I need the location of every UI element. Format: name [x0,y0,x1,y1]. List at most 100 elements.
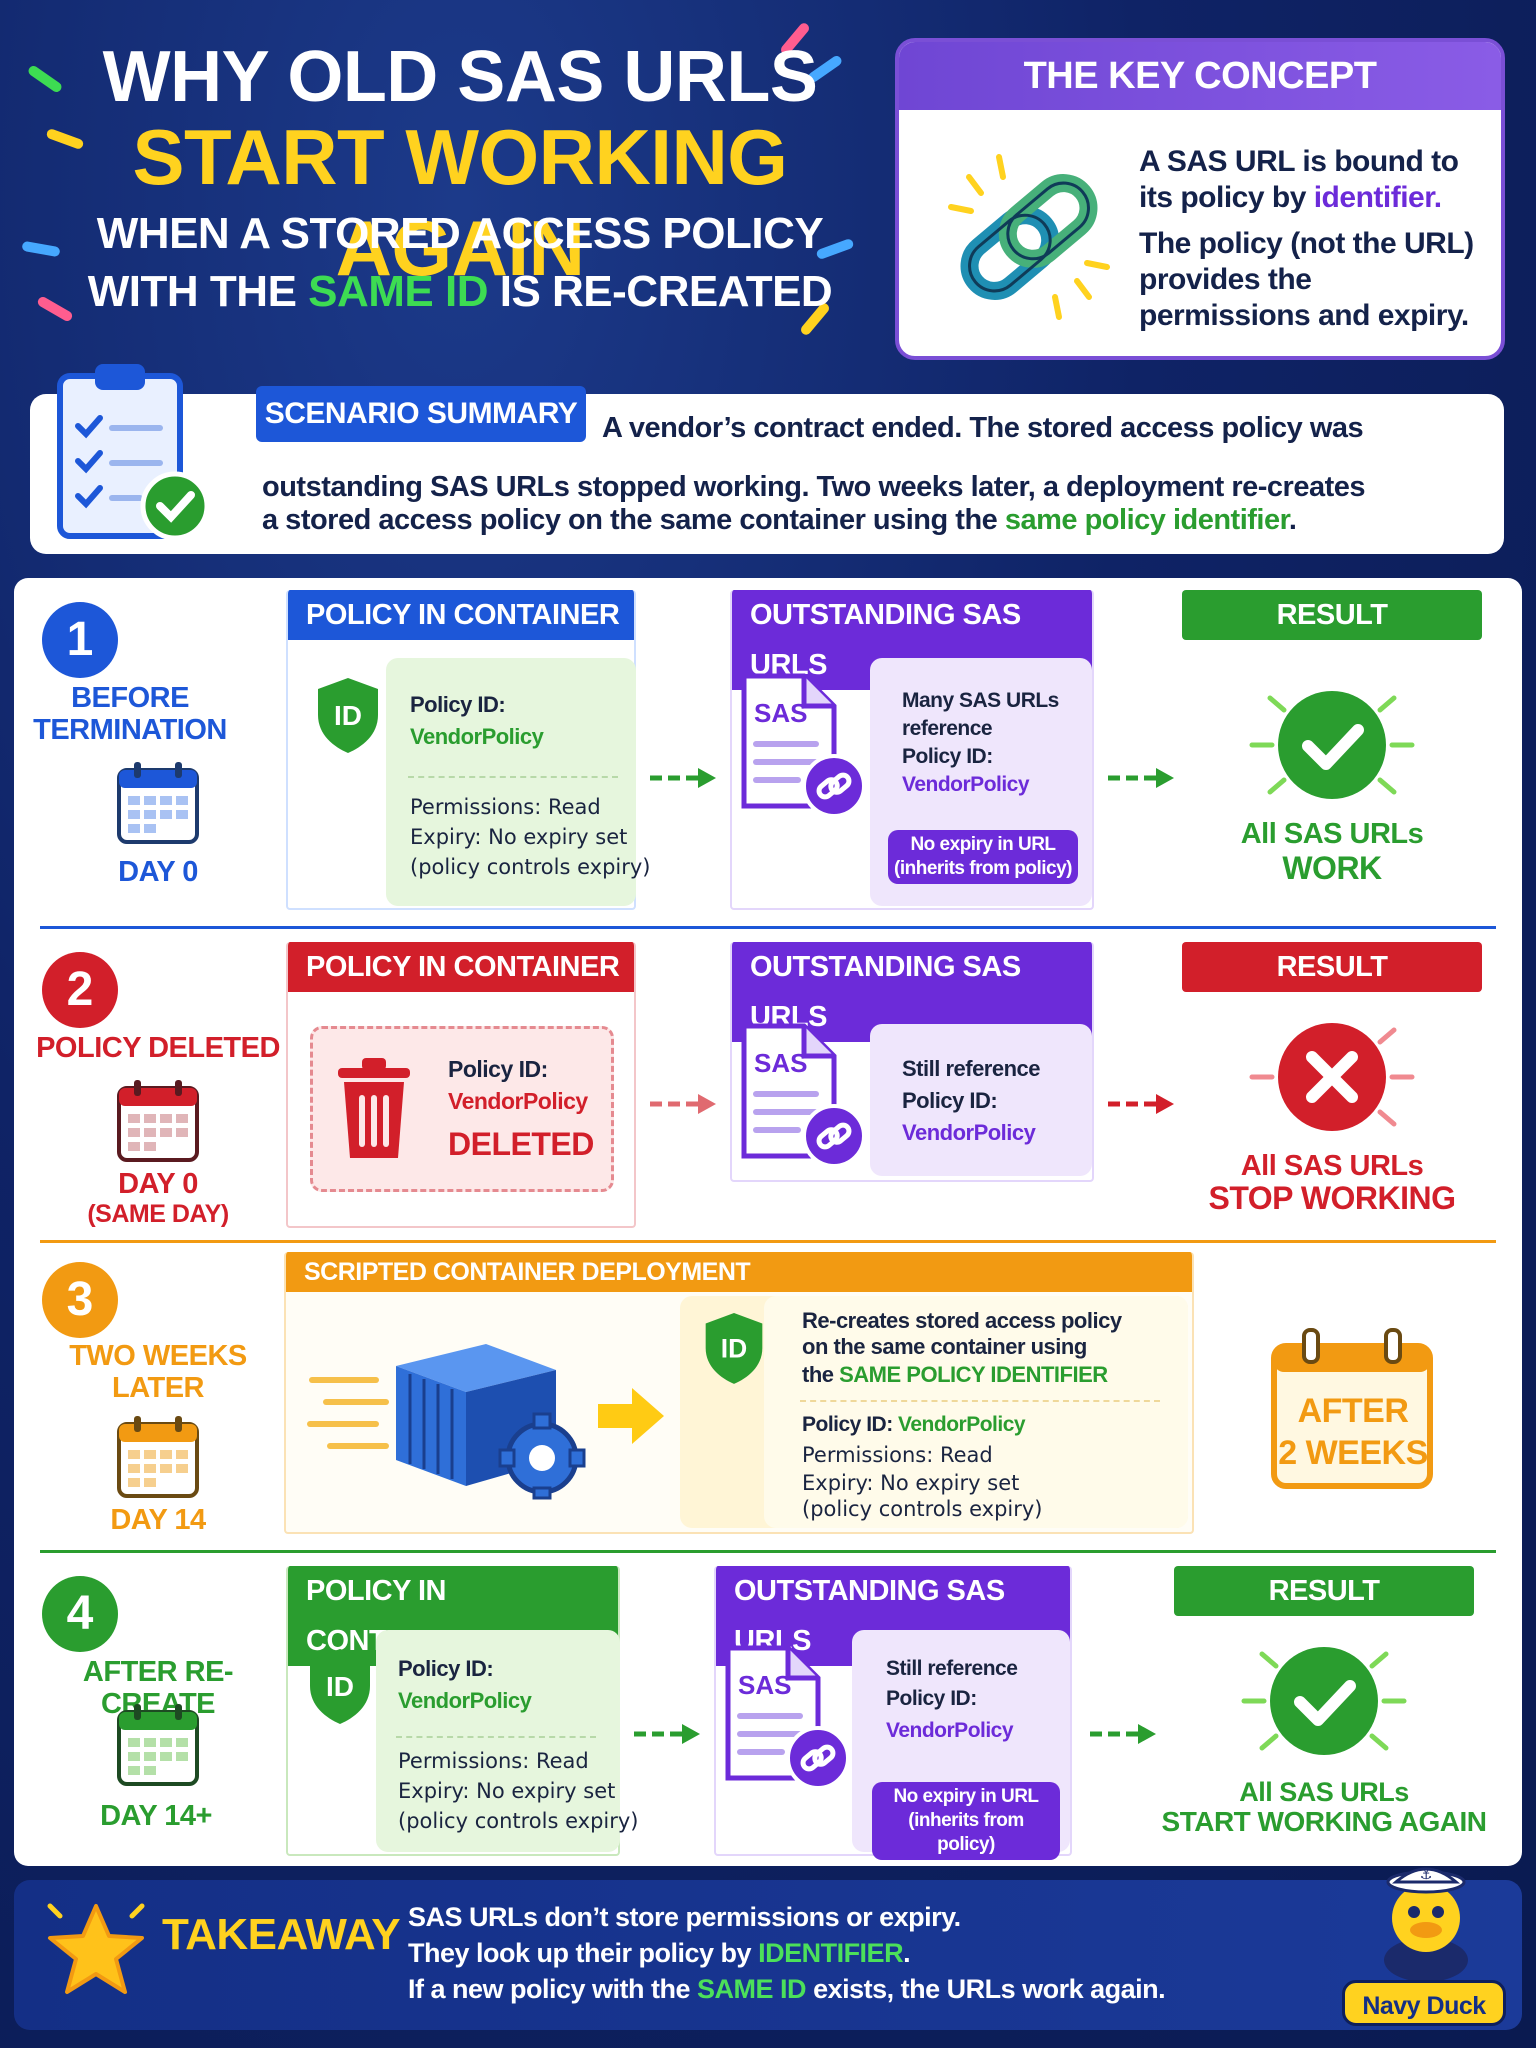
step-3-policy-id-label: Policy ID: [802,1413,899,1436]
step-1-sas-text-3: Policy ID: [902,745,993,768]
step-4-policy-inner [376,1630,620,1852]
step-1-sas-text-2: reference [902,717,993,740]
step-4-day: DAY 14+ [100,1800,212,1832]
step-1-result-line-1: All SAS URLs [1240,818,1424,850]
sas-document-icon: SAS [741,1023,866,1168]
takeaway-line-1: SAS URLs don’t store permissions or expi… [408,1902,961,1932]
step-4-dashed-sep [396,1736,596,1738]
step-3-deploy-text-2: on the same container using [802,1334,1087,1359]
title-line-2: START WORKING AGAIN [132,113,788,292]
step-4-result-line-2: START WORKING AGAIN [1161,1806,1487,1837]
step-1-number: 1 [42,602,118,678]
takeaway-line-2: They look up their policy by IDENTIFIER. [408,1938,1268,1969]
step-1-day: DAY 0 [118,856,198,888]
takeaway-identifier: IDENTIFIER [758,1938,904,1968]
step-4-pill-line-1: No expiry in URL [893,1786,1039,1807]
subtitle-same-id: SAME ID [308,267,488,316]
step-2-deleted: DELETED [448,1126,594,1162]
shipping-container-icon [307,1344,586,1500]
takeaway-banner [14,1880,1522,2030]
step-1-sas-pill: No expiry in URL (inherits from policy) [888,830,1078,884]
step-1-policy-card: POLICY IN CONTAINER [286,590,636,910]
key-concept-text-1: A SAS URL is bound to its policy by iden… [1139,144,1489,216]
chain-link-icon [948,154,1110,320]
step-3-deploy-text-3: the SAME POLICY IDENTIFIER [802,1360,1108,1390]
calendar-icon [117,762,199,844]
step-3-deploy-text-panel [764,1296,1188,1528]
step-1-pill-line-1: No expiry in URL [910,834,1056,855]
step-3-deploy-text-1: Re-creates stored access policy [802,1308,1122,1333]
sas-document-icon: SAS [725,1645,850,1790]
check-circle-icon [1241,1647,1407,1755]
step-4-number: 4 [42,1576,118,1652]
takeaway-line-2-pre: They look up their policy by [408,1938,759,1968]
step-3-day: DAY 14 [110,1504,206,1536]
step-2-result-head: RESULT [1182,942,1482,992]
subtitle-line-a: WHEN A STORED ACCESS POLICY [96,209,824,258]
arrow-right-icon [598,1388,664,1444]
title-subtitle: WHEN A STORED ACCESS POLICY WITH THE SAM… [60,205,860,321]
step-3-permissions: Permissions: Read [802,1443,993,1467]
step-4-expiry-note: (policy controls expiry) [398,1809,639,1833]
step-2-result-line-1: All SAS URLs [1240,1150,1424,1182]
key-concept-heading: THE KEY CONCEPT [899,42,1501,110]
brand-badge: Navy Duck [1342,1980,1506,2026]
step-1-pill-line-2: (inherits from policy) [894,858,1072,879]
arrow-right-icon [1108,1094,1174,1114]
scenario-line-3-pre: a stored access policy on the same conta… [262,504,1005,536]
svg-text:ID: ID [326,1671,354,1702]
step-3-deploy-head: SCRIPTED CONTAINER DEPLOYMENT [286,1252,1192,1292]
key-concept-card: THE KEY CONCEPT A SAS URL is bound to it… [895,38,1505,360]
step-4-pill-line-2: (inherits from policy) [908,1810,1024,1855]
arrow-right-icon [650,768,716,788]
step-2-policy-id-label: Policy ID: [448,1056,548,1082]
divider-1 [40,926,1496,929]
clipboard-check-icon [57,364,210,541]
svg-text:⚓: ⚓ [1420,1867,1433,1883]
subtitle-pre: WITH THE [87,267,309,316]
takeaway-line-3: If a new policy with the SAME ID exists,… [408,1974,1268,2005]
sas-document-icon: SAS [741,673,866,818]
calendar-icon [117,1416,199,1498]
step-1-result-head: RESULT [1182,590,1482,640]
step-2-sas-text-1: Still reference [902,1056,1041,1081]
svg-text:SAS: SAS [738,1670,791,1700]
step-1-policy-id: VendorPolicy [410,724,544,749]
step-1-label: BEFORE TERMINATION [33,682,227,746]
step-2-number: 2 [42,952,118,1028]
step-3-policy-line: Policy ID: VendorPolicy [802,1410,1026,1440]
step-2-sas-inner [870,1024,1092,1176]
step-2-label: POLICY DELETED [36,1032,280,1064]
step-3-policy-id: VendorPolicy [898,1413,1026,1436]
takeaway-line-3-post: exists, the URLs work again. [806,1974,1166,2004]
step-4-sas-text-1: Still reference [886,1657,1018,1680]
step-3-number: 3 [42,1262,118,1338]
step-4-permissions: Permissions: Read [398,1749,589,1773]
step-3-expiry: Expiry: No expiry set [802,1471,1020,1495]
step-4-result-head: RESULT [1174,1566,1474,1616]
takeaway-same-id: SAME ID [697,1974,807,2004]
scenario-line-2: outstanding SAS URLs stopped working. Tw… [262,471,1366,503]
x-circle-icon [1249,1023,1415,1131]
step-4-policy-id-label: Policy ID: [398,1656,494,1681]
svg-text:SAS: SAS [754,1048,807,1078]
step-1-sas-policy: VendorPolicy [902,773,1030,796]
scenario-tag: SCENARIO SUMMARY [256,386,586,442]
step-2-sas-text-2: Policy ID: [902,1088,998,1113]
calendar-after-icon [1271,1328,1433,1489]
step-1-dashed-sep [408,776,618,778]
star-icon [47,1903,145,1994]
calendar-icon [117,1704,199,1786]
step-3-expiry-note: (policy controls expiry) [802,1497,1043,1521]
step-1-policy-inner [386,658,636,906]
takeaway-line-3-pre: If a new policy with the [408,1974,698,2004]
arrow-right-icon [650,1094,716,1114]
step-4-sas-text-2: Policy ID: [886,1687,977,1710]
step-3-same-policy-identifier: SAME POLICY IDENTIFIER [839,1362,1108,1387]
arrow-right-icon [1108,768,1174,788]
step-1-sas-text-1: Many SAS URLs [902,689,1059,712]
arrow-right-icon [634,1724,700,1744]
divider-3 [40,1550,1496,1553]
kc-identifier: identifier. [1313,181,1442,214]
step-2-day: DAY 0 [118,1168,198,1200]
